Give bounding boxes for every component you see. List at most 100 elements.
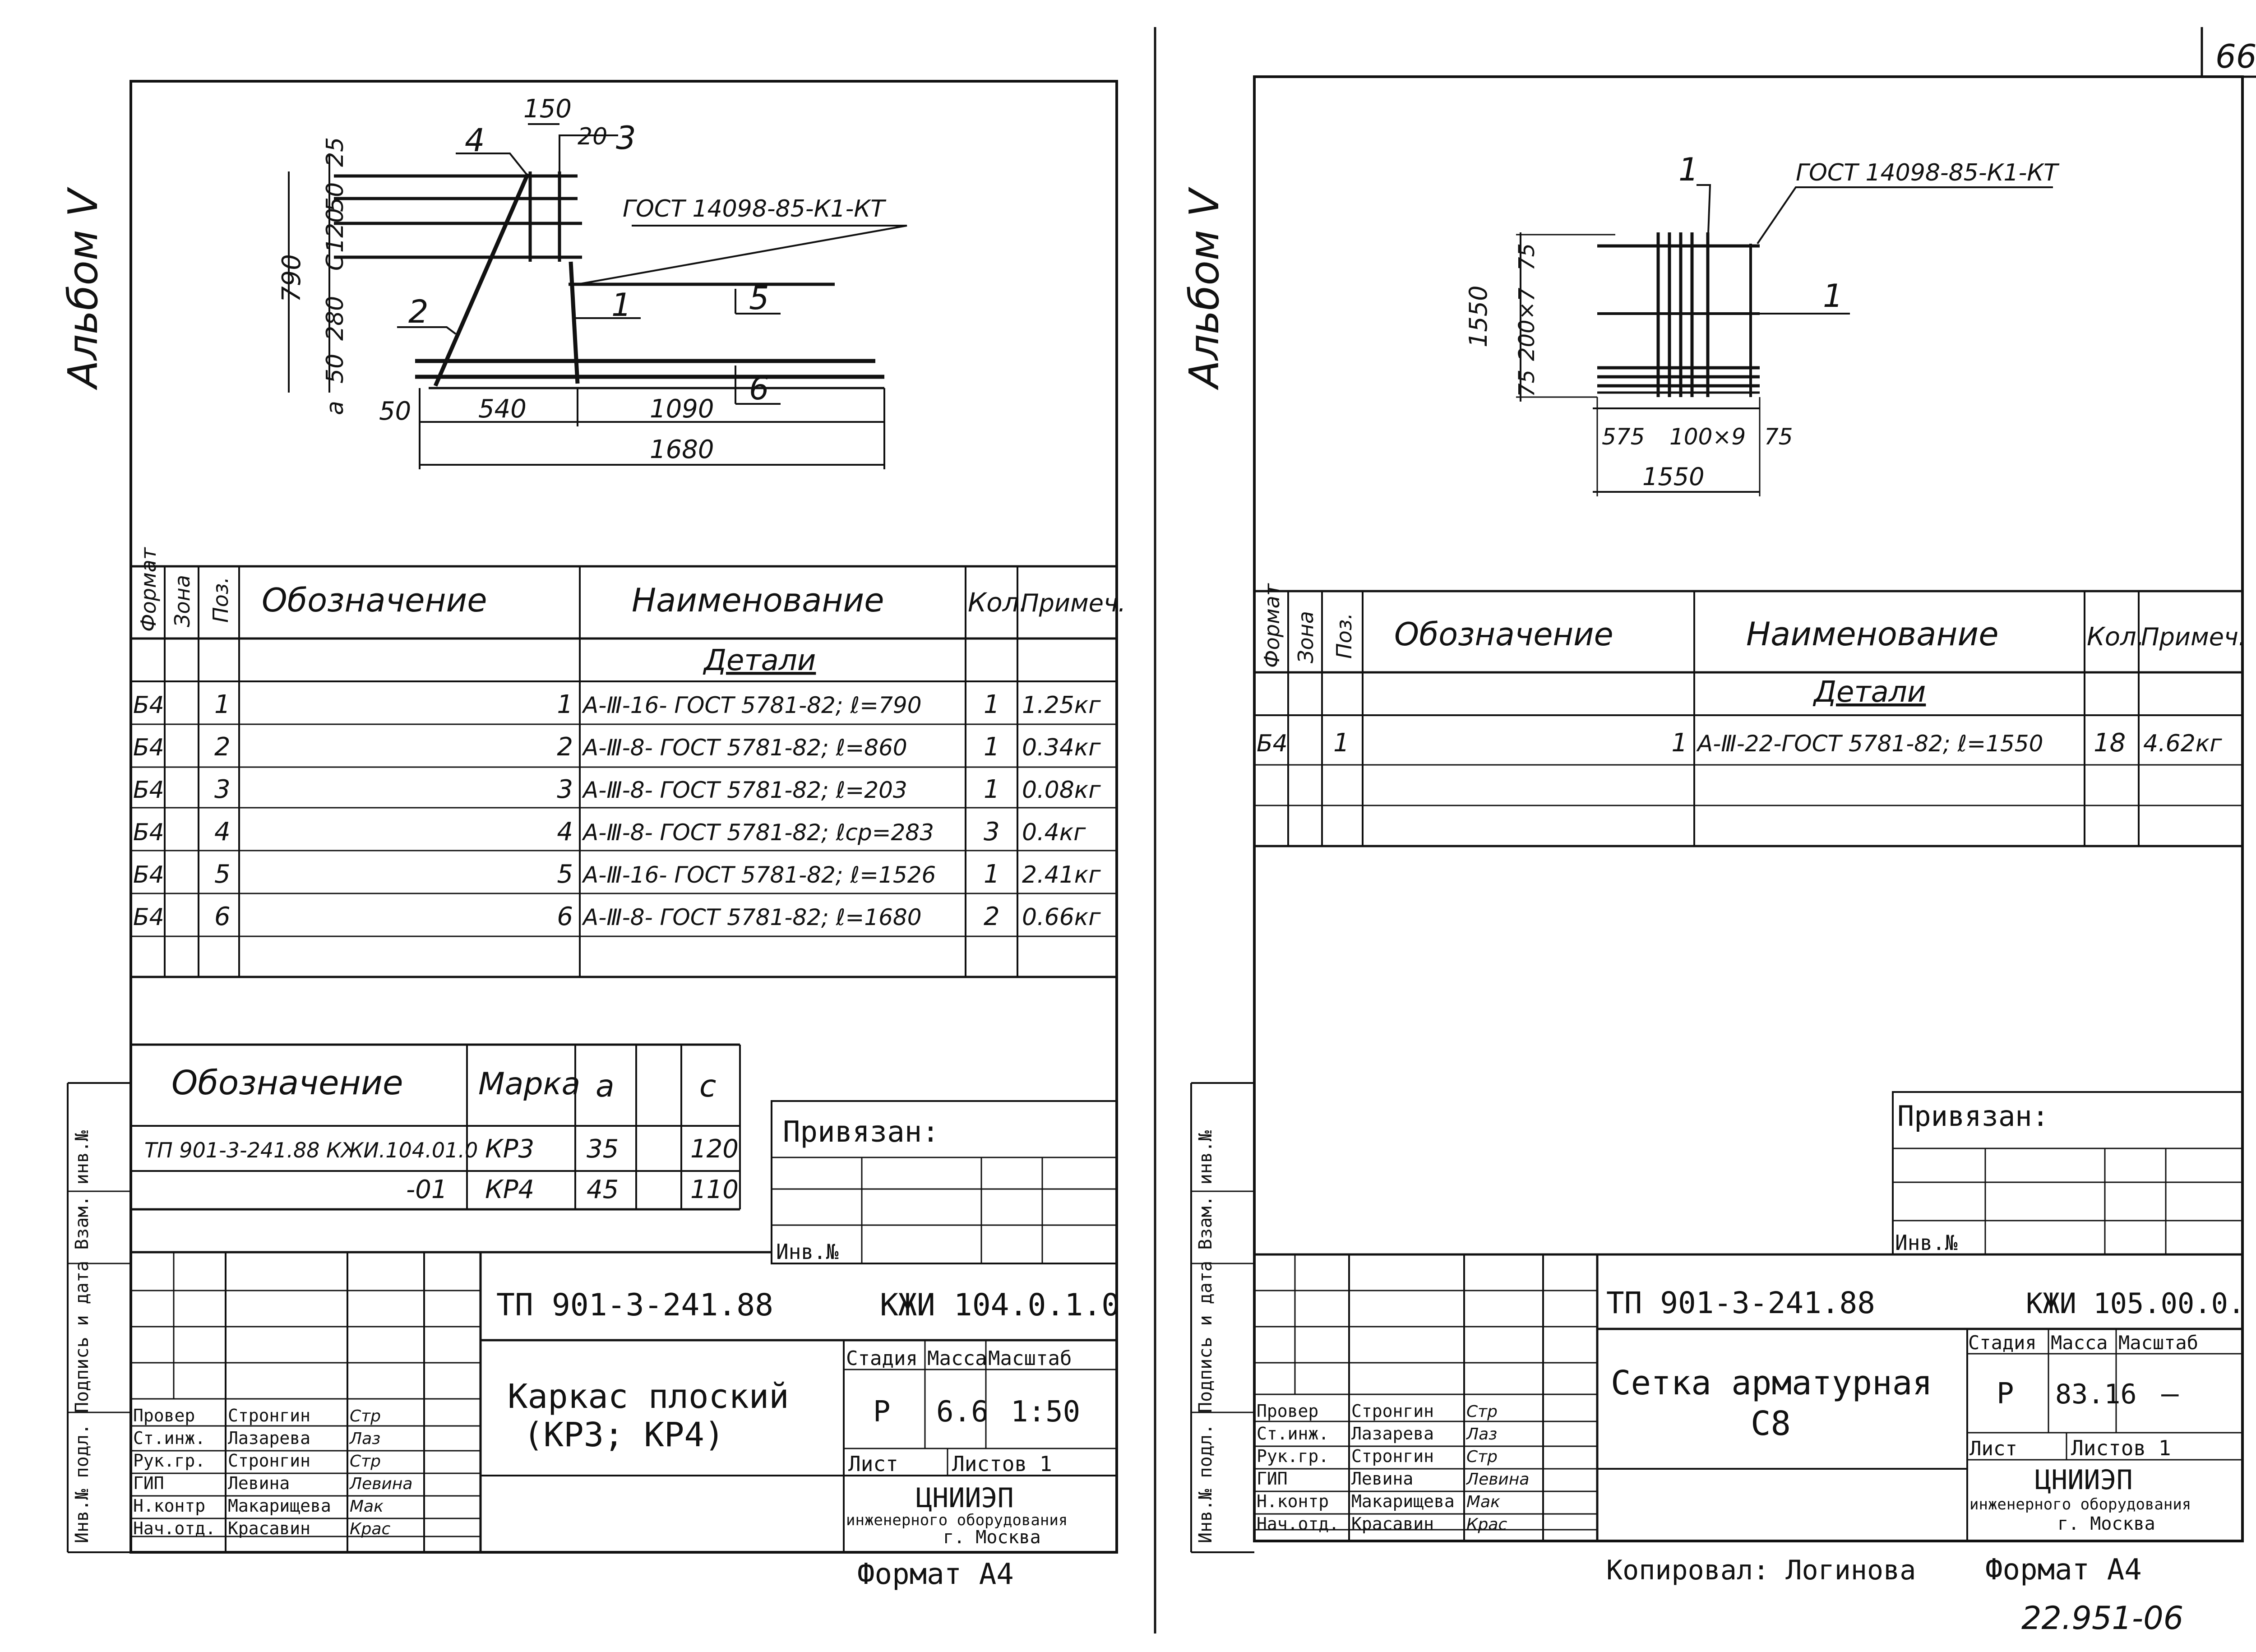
spec-row-3-designation: 3 — [557, 775, 573, 804]
right-privyazan-label: Привязан: — [1897, 1100, 2049, 1133]
spec-row-5-name: А-Ⅲ-16- ГОСТ 5781-82; ℓ=1526 — [582, 862, 936, 888]
right-hdr-zone: Зона — [1294, 611, 1318, 663]
right-scale-label: Масштаб — [2118, 1332, 2198, 1354]
variants-hdr-c: c — [699, 1069, 716, 1104]
dim-150: 150 — [523, 94, 572, 124]
staff-row-6-sign: Крас — [1466, 1515, 1507, 1534]
spec-row-1-designation: 1 — [1671, 728, 1687, 758]
left-doc-code: КЖИ 104.0.1.0 — [880, 1287, 1120, 1323]
spec-row-2-pos: 2 — [214, 732, 231, 762]
left-sheet: Альбом Ⅴ — [60, 80, 1126, 1591]
left-privyazan-label: Привязан: — [783, 1115, 939, 1149]
variants-hdr-des: Обозначение — [171, 1064, 403, 1102]
left-pos-2: 2 — [408, 293, 429, 330]
left-mass-label: Масса — [927, 1347, 987, 1370]
staff-row-4-sign: Левина — [349, 1475, 412, 1493]
dim-v-c: C — [322, 254, 349, 271]
left-side-strip-text: Инв.№ подл. Подпись и дата Взам. инв.№ — [72, 1130, 92, 1543]
right-inv-no: Инв.№ — [1895, 1231, 1958, 1255]
left-hdr-zone: Зона — [170, 575, 194, 627]
left-pos-5: 5 — [749, 280, 769, 317]
left-pos-1: 1 — [611, 287, 632, 324]
spec-row-1-name: А-Ⅲ-22-ГОСТ 5781-82; ℓ=1550 — [1696, 731, 2043, 757]
left-frame — [129, 80, 1118, 1554]
right-hdr-name: Наименование — [1746, 615, 1999, 653]
spec-row-5-note: 2.41кг — [1022, 861, 1101, 888]
spec-row-6-format: Б4 — [133, 904, 164, 931]
spec-row-5-pos: 5 — [214, 860, 231, 889]
spec-row-5-designation: 5 — [557, 860, 573, 889]
spec-row-1-pos: 1 — [214, 690, 231, 719]
staff-row-1-role: Провер — [133, 1406, 195, 1425]
left-std-ref: ГОСТ 14098-85-К1-КТ — [623, 195, 887, 222]
right-side-strip-text: Инв.№ подл. Подпись и дата Взам. инв.№ — [1195, 1130, 1216, 1543]
spec-row-4-format: Б4 — [133, 819, 164, 846]
right-spec-table: Формат Зона Поз. Обозначение Наименовани… — [1254, 583, 2246, 847]
spec-row-4-pos: 4 — [214, 817, 231, 847]
left-sheet-label: Лист — [848, 1452, 898, 1476]
staff-row-5-sign: Мак — [350, 1497, 384, 1516]
dim-r-75a: 75 — [1514, 243, 1539, 271]
spec-row-4-designation: 4 — [557, 817, 573, 847]
staff-row-4-role: ГИП — [133, 1473, 164, 1493]
variant-row-1-c: 120 — [690, 1134, 739, 1164]
staff-row-5-role: Н.контр — [1257, 1491, 1329, 1511]
left-pos-6: 6 — [749, 370, 769, 407]
staff-row-6-role: Нач.отд. — [1257, 1514, 1339, 1534]
dim-v-120: 120 — [322, 208, 349, 253]
staff-row-3-role: Рук.гр. — [1257, 1446, 1329, 1466]
right-mass-label: Масса — [2051, 1332, 2108, 1354]
dim-1680: 1680 — [650, 435, 714, 464]
spec-row-3-qty: 1 — [984, 775, 1000, 804]
right-mesh-drawing: 1 1 ГОСТ 14098-85-К1-КТ 1550 75 200×7 75… — [1464, 151, 2060, 496]
spec-row-6-designation: 6 — [557, 902, 573, 931]
right-sheet-label: Лист — [1969, 1437, 2017, 1460]
spec-row-6-pos: 6 — [214, 902, 231, 931]
left-format: Формат А4 — [857, 1558, 1014, 1591]
left-org: ЦНИИЭП — [916, 1482, 1014, 1514]
staff-row-4-name: Левина — [1351, 1469, 1413, 1489]
left-city: г. Москва — [943, 1527, 1041, 1548]
spec-row-2-qty: 1 — [984, 732, 1000, 762]
spec-row-1-format: Б4 — [133, 692, 164, 719]
right-privyazan-block: Привязан: Инв.№ — [1892, 1091, 2243, 1255]
spec-row-3-note: 0.08кг — [1022, 777, 1101, 804]
staff-row-2-sign: Лаз — [1465, 1425, 1497, 1444]
left-album-label: Альбом Ⅴ — [60, 187, 107, 390]
dim-r-1550v: 1550 — [1464, 286, 1493, 347]
right-format: Формат А4 — [1985, 1553, 2142, 1587]
variant-row-2-mark: КР4 — [485, 1175, 534, 1204]
dim-50: 50 — [379, 397, 411, 426]
dim-r-200x7: 200×7 — [1514, 287, 1539, 361]
staff-row-2-name: Лазарева — [228, 1428, 310, 1448]
staff-row-1-name: Стронгин — [228, 1406, 310, 1425]
left-title-name-2: (КР3; КР4) — [523, 1416, 725, 1454]
staff-row-5-name: Макарищева — [228, 1496, 331, 1516]
variant-row-2-des: -01 — [406, 1175, 447, 1204]
left-hdr-name: Наименование — [632, 581, 884, 619]
archive-code: 22.951-06 — [2021, 1600, 2183, 1637]
left-hdr-qty: Кол. — [968, 587, 1027, 618]
page-number: 66 — [2215, 37, 2256, 75]
variants-hdr-mark: Марка — [478, 1066, 580, 1102]
right-frame — [1253, 75, 2244, 1542]
dim-r-575: 575 — [1602, 424, 1645, 450]
right-hdr-qty: Кол. — [2087, 622, 2145, 652]
staff-row-2-role: Ст.инж. — [1257, 1424, 1329, 1444]
staff-row-5-role: Н.контр — [133, 1496, 205, 1516]
dim-v-a: a — [322, 401, 349, 415]
right-hdr-format: Формат — [1260, 583, 1284, 668]
spec-row-1-note: 1.25кг — [1022, 692, 1101, 719]
right-stage-value: Р — [1997, 1377, 2014, 1411]
staff-row-6-sign: Крас — [350, 1520, 390, 1538]
dim-20: 20 — [578, 123, 607, 150]
spec-row-4-note: 0.4кг — [1022, 819, 1086, 846]
spec-row-5-format: Б4 — [133, 861, 164, 888]
left-org-sub: инженерного оборудования — [846, 1511, 1068, 1529]
right-title-name-1: Сетка арматурная — [1611, 1364, 1932, 1402]
spec-row-4-name: А-Ⅲ-8- ГОСТ 5781-82; ℓср=283 — [582, 819, 934, 846]
spec-row-1-format: Б4 — [1257, 730, 1288, 757]
right-doc-code: КЖИ 105.00.0. — [2026, 1287, 2245, 1320]
